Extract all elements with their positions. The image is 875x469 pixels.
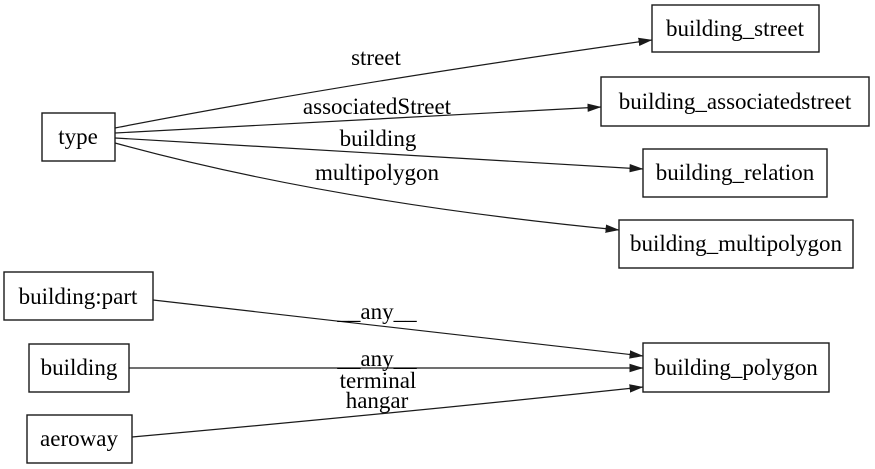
edge-label-multipolygon: multipolygon — [315, 160, 439, 185]
node-building_multipolygon-box — [618, 219, 854, 269]
node-building-box — [28, 343, 130, 393]
node-building-part-box — [3, 271, 154, 321]
node-aeroway-box — [26, 414, 133, 464]
node-building_associatedstreet: building_associatedstreet — [600, 76, 870, 127]
edge-type-to-building_associatedstreet — [114, 103, 602, 134]
node-building_associatedstreet-label: building_associatedstreet — [619, 89, 852, 114]
edge-label-any-2: __any__ — [336, 346, 417, 371]
edge-type-to-building_relation — [114, 137, 644, 173]
node-building_street-label: building_street — [666, 16, 805, 41]
edge-label-street: street — [351, 45, 401, 70]
node-building_relation: building_relation — [642, 148, 828, 198]
edge-type-to-building_street — [114, 37, 653, 129]
node-building_polygon-label: building_polygon — [654, 355, 818, 380]
node-aeroway: aeroway — [26, 414, 133, 464]
node-building_relation-box — [642, 148, 828, 198]
node-building_polygon: building_polygon — [642, 342, 830, 393]
edge-label-hangar: hangar — [346, 388, 409, 413]
node-type-label: type — [58, 124, 98, 149]
node-building_multipolygon-label: building_multipolygon — [630, 231, 843, 256]
node-building_street: building_street — [651, 4, 820, 53]
node-building_multipolygon: building_multipolygon — [618, 219, 854, 269]
node-building: building — [28, 343, 130, 393]
node-building_associatedstreet-box — [600, 76, 870, 127]
node-building_street-box — [651, 4, 820, 53]
edge-buildingpart-to-building_polygon — [152, 299, 644, 359]
edge-label-any-1: __any__ — [336, 299, 417, 324]
edge-label-terminal: terminal — [340, 368, 417, 393]
edge-group: street associatedStreet building multipo… — [114, 37, 653, 438]
node-building-part: building:part — [3, 271, 154, 321]
node-type: type — [41, 112, 116, 162]
edge-type-to-building_multipolygon — [114, 142, 620, 233]
node-building-part-label: building:part — [19, 284, 138, 309]
node-building_polygon-box — [642, 342, 830, 393]
node-type-box — [41, 112, 116, 162]
node-building_relation-label: building_relation — [656, 160, 815, 185]
edge-label-associatedstreet: associatedStreet — [303, 94, 452, 119]
edge-label-building: building — [340, 126, 417, 151]
node-aeroway-label: aeroway — [40, 426, 118, 451]
node-building-label: building — [41, 355, 118, 380]
edge-aeroway-to-building_polygon — [131, 384, 644, 438]
